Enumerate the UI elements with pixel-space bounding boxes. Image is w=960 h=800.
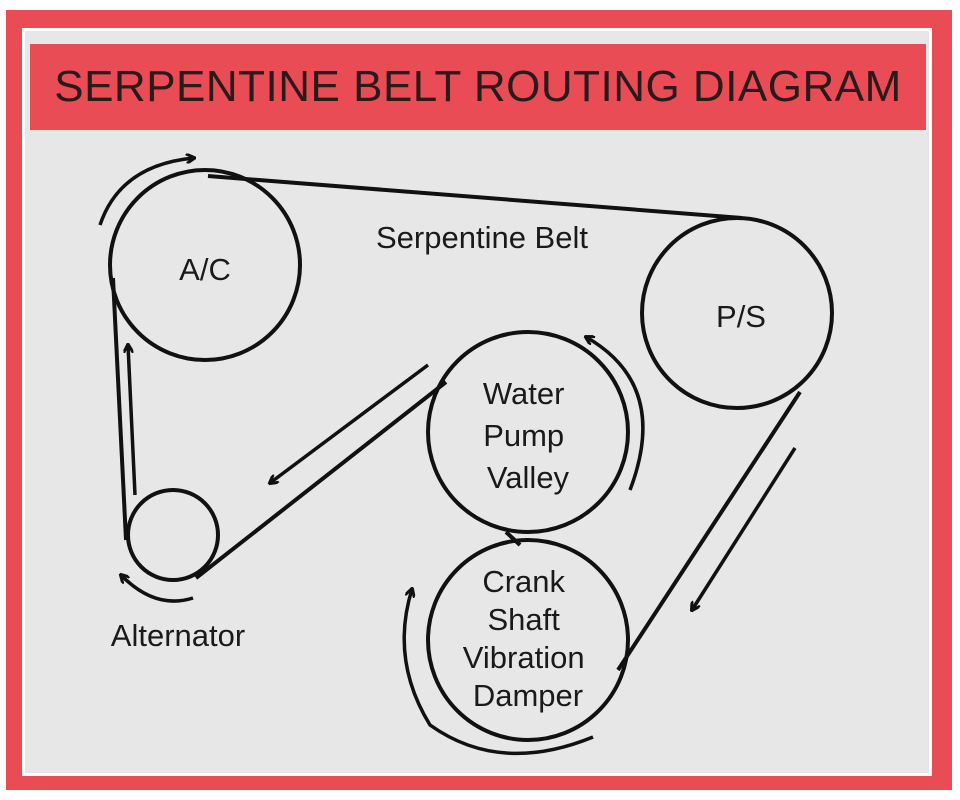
arrow-alternator-rotation bbox=[121, 575, 194, 603]
belt-segment-waterpump-crank bbox=[504, 530, 522, 547]
title-bar: SERPENTINE BELT ROUTING DIAGRAM bbox=[30, 44, 926, 130]
diagram-panel bbox=[22, 28, 932, 776]
arrow-crank-rotation bbox=[402, 589, 594, 756]
label-ps: P/S bbox=[716, 299, 766, 334]
belt-segment-ac-ps bbox=[207, 174, 743, 220]
pulley-water-pump bbox=[426, 330, 630, 534]
label-water-pump: Water Pump Valley bbox=[483, 376, 573, 495]
belt-segment-alternator-waterpump bbox=[194, 380, 448, 580]
arrow-ac-rotation bbox=[98, 158, 194, 226]
belt-segment-ps-crank bbox=[616, 390, 802, 672]
pulley-ac bbox=[108, 168, 302, 362]
pulley-alternator bbox=[126, 488, 220, 582]
label-alternator: Alternator bbox=[111, 618, 245, 653]
belt-label: Serpentine Belt bbox=[376, 220, 588, 255]
arrow-down-ps-belt bbox=[692, 447, 797, 610]
pulley-ps bbox=[640, 216, 834, 410]
pulley-crank bbox=[426, 538, 630, 742]
diagram-title: SERPENTINE BELT ROUTING DIAGRAM bbox=[54, 62, 902, 111]
arrow-up-left-belt bbox=[128, 345, 137, 496]
belt-segment-ac-alternator bbox=[111, 277, 128, 541]
label-ac: A/C bbox=[179, 252, 231, 287]
arrow-water-pump-rotation bbox=[586, 337, 645, 491]
label-crank: Crank Shaft Vibration Damper bbox=[463, 564, 593, 713]
arrow-down-alternator-belt bbox=[270, 363, 430, 483]
